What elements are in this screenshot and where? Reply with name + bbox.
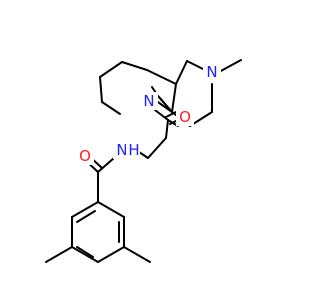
- atom-h-amide: H: [126, 141, 140, 159]
- bond: [45, 246, 73, 263]
- atom-o-top: O: [176, 108, 194, 126]
- atom-o-amide: O: [76, 147, 94, 165]
- atom-symbol: O: [179, 108, 191, 126]
- bond: [71, 246, 99, 263]
- atom-symbol: N: [116, 141, 127, 159]
- atom-symbol: H: [128, 141, 139, 159]
- atom-label-background: [126, 141, 140, 159]
- bond: [123, 246, 151, 263]
- bond: [99, 61, 123, 78]
- bond: [171, 83, 177, 113]
- atom-n-ring: N: [140, 92, 158, 110]
- atom-label-background: [76, 147, 94, 165]
- bond: [218, 59, 242, 73]
- bond: [99, 76, 103, 103]
- atom-n-amine: N: [203, 63, 221, 81]
- molecule-diagram: N N O N H O: [45, 59, 242, 263]
- bond: [147, 137, 167, 159]
- bond: [76, 210, 96, 223]
- bond: [121, 61, 148, 71]
- atom-symbol: N: [206, 63, 217, 81]
- bond: [71, 201, 99, 218]
- bond: [175, 60, 188, 85]
- bond: [101, 101, 121, 115]
- bond: [154, 109, 169, 121]
- bond: [146, 69, 177, 85]
- atom-symbol: O: [79, 147, 91, 165]
- bond: [165, 119, 169, 139]
- bond: [97, 201, 125, 218]
- atom-label-background: [203, 63, 221, 81]
- bond: [97, 246, 125, 263]
- atom-label-background: [176, 108, 194, 126]
- bond: [97, 157, 115, 173]
- bond: [186, 60, 206, 71]
- bond: [76, 246, 94, 258]
- bonds: [45, 59, 242, 263]
- atom-symbol: N: [143, 92, 154, 110]
- atom-label-background: [140, 92, 158, 110]
- atom-labels: N N O N H O: [76, 63, 221, 165]
